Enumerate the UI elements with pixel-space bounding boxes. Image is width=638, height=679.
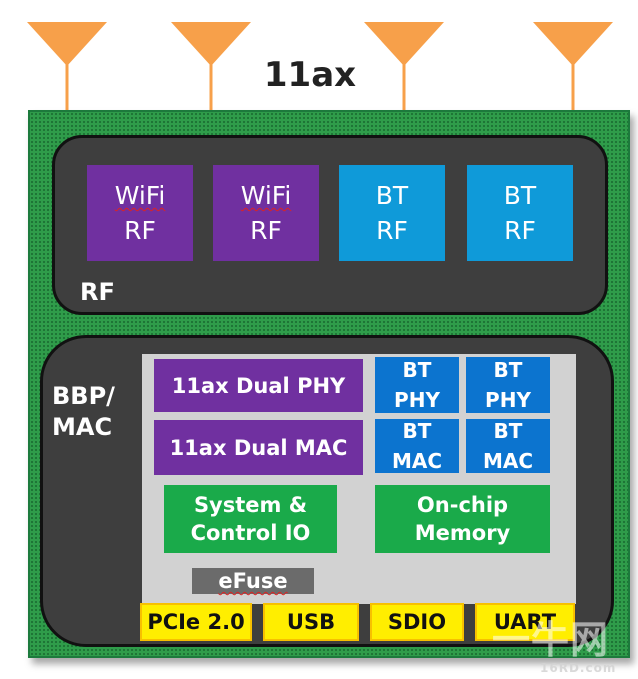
dual-mac-block: 11ax Dual MAC xyxy=(154,420,363,475)
dual-phy-block: 11ax Dual PHY xyxy=(154,359,363,412)
bt-rf-line2: RF xyxy=(504,216,536,245)
wifi-rf-line2: RF xyxy=(124,216,156,245)
bt-rf-line2: RF xyxy=(376,216,408,245)
on-chip-memory-block: On-chip Memory xyxy=(375,485,550,553)
bt-rf-line1: BT xyxy=(503,181,537,210)
wifi-rf-line2: RF xyxy=(250,216,282,245)
bt-rf-block-2: BT RF xyxy=(467,165,573,261)
bbp-mac-label: BBP/ MAC xyxy=(52,382,115,441)
rf-label: RF xyxy=(80,278,115,306)
antenna-icon xyxy=(27,22,107,111)
uart-interface: UART xyxy=(475,603,575,641)
antenna-icon xyxy=(364,22,444,111)
bt-phy-block-2: BT PHY xyxy=(466,357,550,413)
bt-mac-block-2: BT MAC xyxy=(466,419,550,473)
bt-rf-line1: BT xyxy=(375,181,409,210)
efuse-block: eFuse xyxy=(192,568,314,594)
efuse-label: eFuse xyxy=(218,569,288,593)
chip-title: 11ax xyxy=(263,55,357,95)
wifi-rf-line1: WiFi xyxy=(240,181,292,210)
pcie-interface: PCIe 2.0 xyxy=(140,603,252,641)
sdio-interface: SDIO xyxy=(370,603,464,641)
bt-mac-block-1: BT MAC xyxy=(375,419,459,473)
bt-rf-block-1: BT RF xyxy=(339,165,445,261)
watermark-url: 16RD.com xyxy=(540,661,617,675)
system-control-io-block: System & Control IO xyxy=(164,485,337,553)
watermark-text: 一牛网 xyxy=(492,618,610,662)
bt-phy-block-1: BT PHY xyxy=(375,357,459,413)
wifi-rf-line1: WiFi xyxy=(114,181,166,210)
antenna-icon xyxy=(533,22,613,111)
usb-interface: USB xyxy=(263,603,359,641)
antenna-icon xyxy=(171,22,251,111)
